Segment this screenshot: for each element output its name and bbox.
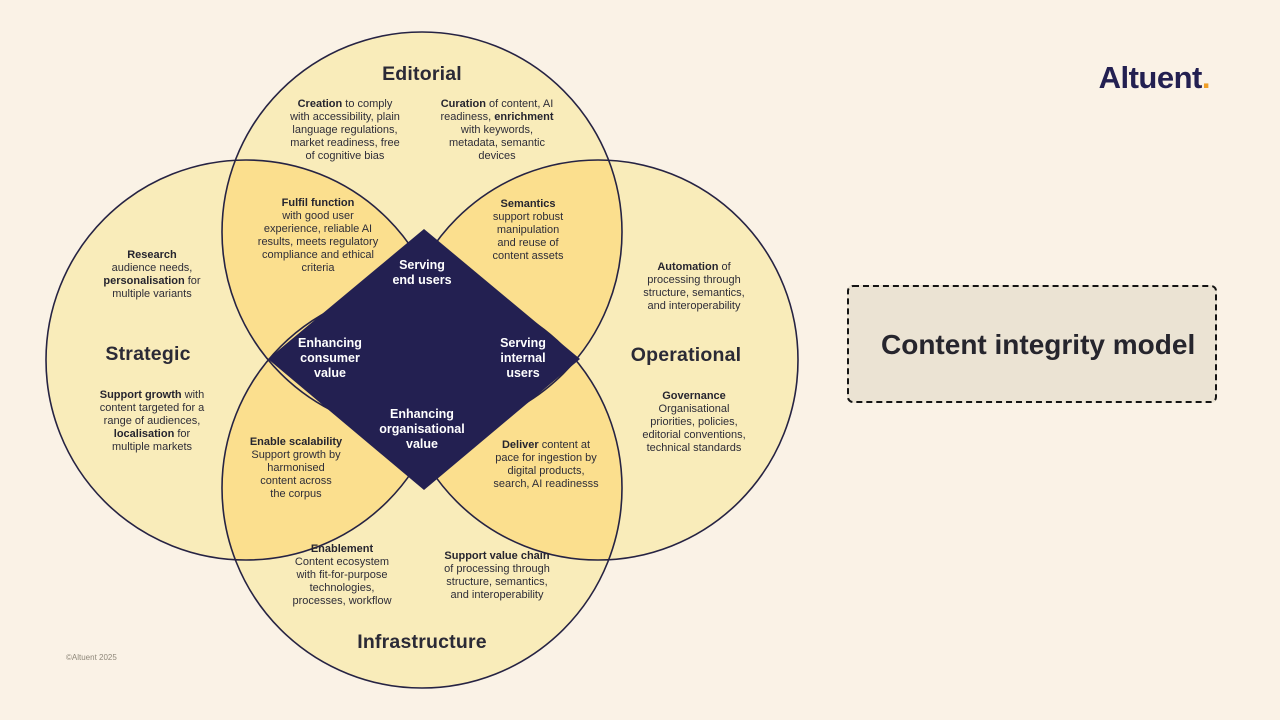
logo-text: Altuent <box>1098 60 1203 95</box>
title-card: Content integrity model <box>847 285 1217 403</box>
center-diamond <box>268 229 580 490</box>
copyright-text: ©Altuent 2025 <box>66 653 117 662</box>
logo: Altuent. <box>1098 60 1211 96</box>
operational-label: Operational <box>630 344 742 366</box>
page-title: Content integrity model <box>881 328 1196 360</box>
infrastructure-label: Infrastructure <box>357 631 487 653</box>
strategic-label: Strategic <box>105 343 191 365</box>
editorial-label: Editorial <box>382 63 462 85</box>
logo-dot: . <box>1201 60 1211 95</box>
